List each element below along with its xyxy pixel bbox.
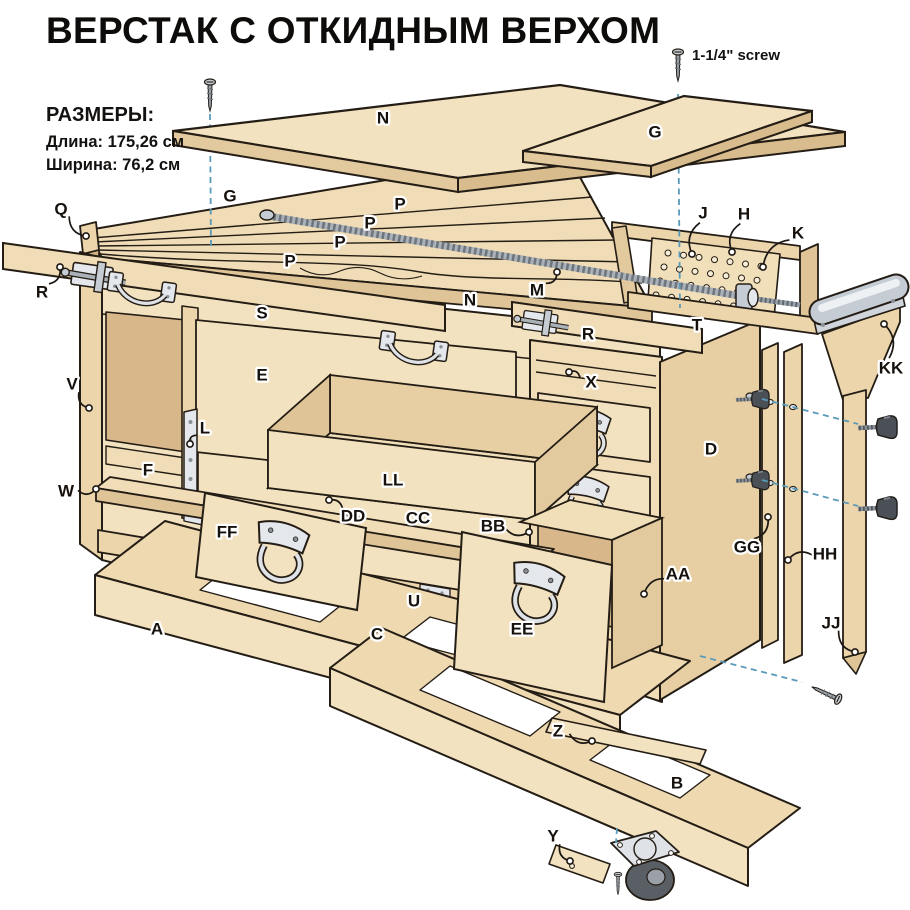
leader-marker-q [82,232,90,240]
part-label-s: S [256,304,267,323]
threaded-rod-m [259,209,801,311]
leader-marker-y [566,857,574,865]
leader-marker-r-left [56,263,64,271]
dimension-length: Длина: 175,26 см [46,133,185,151]
part-label-bb: BB [481,517,506,536]
tray-t [259,209,819,335]
part-label-c: C [371,625,383,644]
part-label-r-right: R [582,325,594,344]
part-label-e: E [256,366,267,385]
caster-wheel [610,830,680,901]
part-label-n-top: N [377,109,389,128]
part-label-z: Z [553,722,563,741]
part-label-p3: P [334,233,345,252]
part-label-gg: GG [734,538,760,557]
leader-marker-m [553,268,561,276]
leader-marker-jj [851,648,859,656]
part-label-h: H [738,205,750,224]
part-label-x: X [585,373,597,392]
dimension-width: Ширина: 76,2 см [46,156,181,174]
part-label-ff: FF [217,523,238,542]
screw-size-note: 1-1/4" screw [692,47,781,64]
drawer-front-ee [452,530,614,704]
part-label-hh: HH [813,545,838,564]
drawer-aa-ee [452,499,665,704]
part-label-d: D [705,440,717,459]
base-frame [329,627,801,887]
part-label-b: B [671,774,683,793]
end-panel-d [659,319,761,701]
board-y [548,844,611,884]
part-label-j: J [698,204,707,223]
part-label-p1: P [394,195,405,214]
part-label-ll: LL [383,471,404,490]
part-label-f: F [143,461,153,480]
dimensions-block: РАЗМЕРЫ: Длина: 175,26 см Ширина: 76,2 с… [46,104,184,179]
part-label-u: U [408,592,420,611]
part-label-k: K [792,224,805,243]
leader-marker-dd [325,496,333,504]
leader-marker-kk [880,320,888,328]
leader-marker-j [688,250,696,258]
drawer-box-ll [265,372,600,523]
leader-marker-aa [640,590,648,598]
part-label-v: V [66,375,78,394]
leader-marker-bb [525,528,533,536]
part-label-p4: P [284,252,295,271]
part-label-aa: AA [666,565,691,584]
roller-kk [808,273,910,335]
leader-marker-gg [764,513,772,521]
part-label-g-left: G [223,187,236,206]
side-boards [733,273,910,707]
drawer-side-aa [611,516,663,670]
exploded-front [1,241,703,704]
page-title: ВЕРСТАК С ОТКИДНЫМ ВЕРХОМ [46,10,661,51]
leader-marker-h [728,248,736,256]
leader-marker-k [759,263,767,271]
part-label-a: A [151,620,163,639]
part-label-jj: JJ [822,614,841,633]
part-label-y: Y [547,827,559,846]
part-label-t: T [692,316,703,335]
part-label-cc: CC [406,509,431,528]
board-z [545,717,707,765]
leader-marker-hh [784,556,792,564]
part-label-q: Q [54,200,67,219]
leader-marker-x [565,368,573,376]
panel-g-right [522,94,813,179]
part-label-g-right: G [648,123,661,142]
board-gg [761,342,779,649]
leader-marker-w [92,485,100,493]
dimensions-heading: РАЗМЕРЫ: [46,104,155,126]
part-label-l: L [200,419,210,438]
part-label-m: M [530,281,544,300]
part-label-ee: EE [511,620,534,639]
part-label-n-front: N [464,291,476,310]
drawer-front-ff [194,491,368,612]
part-label-dd: DD [341,507,366,526]
leader-marker-l [186,440,194,448]
outfeed-arm-jj [808,273,910,675]
part-label-kk: KK [879,359,904,378]
leader-marker-v [85,404,93,412]
rail-r-right [512,300,703,355]
exploded-top [172,48,846,194]
caster-assembly [548,830,680,901]
part-label-p2: P [364,214,375,233]
board-hh [783,343,803,664]
part-label-r-left: R [36,283,48,302]
leader-marker-z [588,737,596,745]
part-label-w: W [58,482,75,501]
